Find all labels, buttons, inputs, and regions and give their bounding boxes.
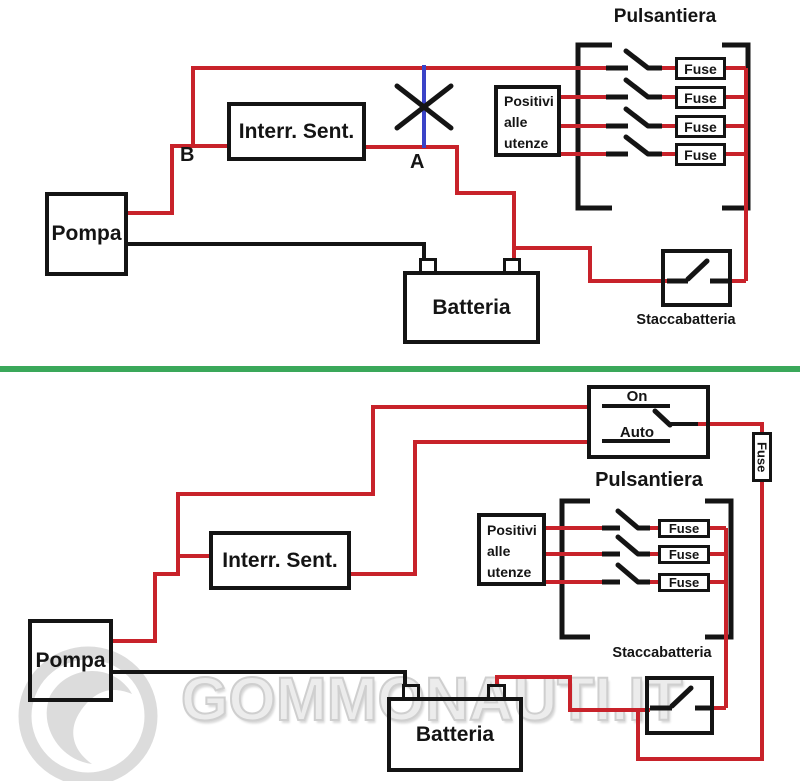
- top-fuse-label-1: Fuse: [684, 60, 717, 77]
- bottom-pompa-box: Pompa: [28, 619, 113, 702]
- top-fuse-label-3: Fuse: [684, 118, 717, 135]
- bottom-staccabatteria-box: [645, 676, 714, 735]
- bottom-pompa-label: Pompa: [35, 648, 106, 672]
- top-fuse-box-4: Fuse: [675, 143, 726, 166]
- bottom-batteria-label: Batteria: [415, 722, 495, 746]
- bottom-fuse-box-2: Fuse: [658, 545, 710, 564]
- bottom-inline-fuse-label: Fuse: [754, 441, 770, 473]
- top-interr-sent-box: Interr. Sent.: [227, 102, 366, 161]
- top-point-b-label: B: [180, 144, 195, 166]
- bottom-inline-fuse-box: Fuse: [752, 432, 772, 482]
- positive-wires: [112, 66, 764, 761]
- top-fuse-label-2: Fuse: [684, 89, 717, 106]
- top-fuse-box-1: Fuse: [675, 57, 726, 80]
- top-fuse-label-4: Fuse: [684, 146, 717, 163]
- top-interr-sent-label: Interr. Sent.: [238, 119, 355, 143]
- top-pompa-label: Pompa: [51, 222, 122, 245]
- bottom-positivi-box: Positivi alle utenze: [477, 513, 546, 586]
- top-batteria-label: Batteria: [432, 295, 511, 319]
- bottom-interr-sent-box: Interr. Sent.: [209, 531, 351, 590]
- top-batteria-box: Batteria: [403, 271, 540, 344]
- bottom-interr-sent-label: Interr. Sent.: [222, 548, 338, 572]
- top-positivi-box: Positivi alle utenze: [494, 85, 561, 157]
- negative-wires: [112, 242, 700, 684]
- top-fuse-box-2: Fuse: [675, 86, 726, 109]
- bottom-fuse-box-1: Fuse: [658, 519, 710, 538]
- bottom-fuse-label-3: Fuse: [668, 575, 700, 590]
- top-battery-pos-terminal: [503, 258, 521, 275]
- top-positivi-label: Positivi alle utenze: [504, 93, 554, 151]
- auto-label: Auto: [619, 424, 655, 441]
- bottom-pulsantiera-title: Pulsantiera: [595, 469, 703, 491]
- bottom-battery-pos-terminal: [487, 684, 506, 701]
- top-fuse-box-3: Fuse: [675, 115, 726, 138]
- top-point-a-label: A: [410, 151, 425, 173]
- top-battery-neg-terminal: [419, 258, 437, 275]
- bottom-positivi-label: Positivi alle utenze: [487, 521, 537, 580]
- top-staccabatteria-box: [661, 249, 732, 307]
- on-label: On: [626, 388, 648, 405]
- green-divider: [0, 366, 800, 372]
- bottom-batteria-box: Batteria: [387, 697, 523, 772]
- bottom-fuse-box-3: Fuse: [658, 573, 710, 592]
- cut-marker: [394, 65, 454, 148]
- top-staccabatteria-label: Staccabatteria: [636, 312, 736, 328]
- bottom-on-auto-switch-box: [587, 385, 710, 459]
- switch-levers: [615, 48, 710, 709]
- bottom-fuse-label-2: Fuse: [668, 547, 700, 562]
- top-pulsantiera-title: Pulsantiera: [613, 6, 717, 27]
- bottom-staccabatteria-label: Staccabatteria: [612, 645, 712, 661]
- bottom-battery-neg-terminal: [402, 684, 420, 701]
- top-pompa-box: Pompa: [45, 192, 128, 276]
- gommonauti-logo-icon: [18, 646, 158, 781]
- bottom-fuse-label-1: Fuse: [668, 521, 700, 536]
